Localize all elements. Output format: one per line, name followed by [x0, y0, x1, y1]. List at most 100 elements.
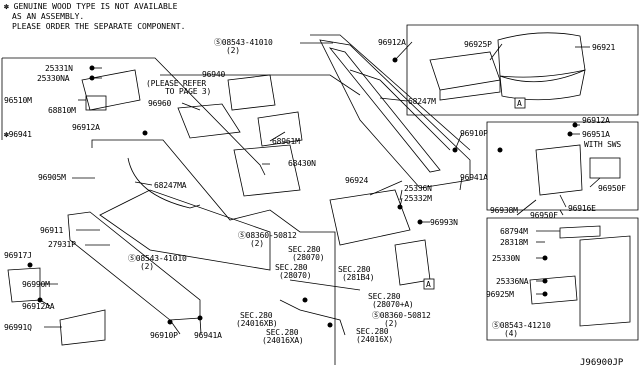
label-96941A-right: 96941A — [460, 173, 488, 182]
label-96951A: 96951A — [582, 130, 610, 139]
armrest-lid — [497, 32, 586, 78]
label-25330NA: 25330NA — [37, 74, 70, 83]
label-sec280-28070-b: (28070) — [292, 253, 325, 262]
label-96950F-bottom: 96950F — [530, 211, 558, 220]
label-96905M: 96905M — [38, 173, 66, 182]
label-08360-50812-bot-qty: (2) — [384, 319, 398, 328]
label-08360-50812-top: Ⓢ08360-50812 — [238, 231, 297, 240]
label-68810M: 68810M — [48, 106, 76, 115]
lower-trim-27931P — [67, 211, 201, 321]
label-96941A-bot: 96941A — [194, 331, 222, 340]
label-68961M: 68961M — [272, 137, 300, 146]
console-side-96911 — [99, 189, 271, 271]
label-08543-41010-mid: Ⓢ08543-41010 — [128, 254, 187, 263]
bracket-lower — [394, 239, 431, 286]
label-96940: 96940 — [202, 70, 226, 79]
label-sec280-24016xa-b: (24016XA) — [262, 336, 304, 345]
label-08543-41210: Ⓢ08543-41210 — [492, 321, 551, 330]
label-08360-50812-top-qty: (2) — [250, 239, 264, 248]
callout-a-top — [514, 97, 526, 109]
label-96917J: 96917J — [4, 251, 32, 260]
frame-mid-diag — [160, 74, 361, 96]
label-96925P: 96925P — [464, 40, 492, 49]
sws-switch — [589, 157, 621, 179]
armrest-lid-bottom — [499, 69, 586, 101]
callout-a-bottom — [423, 278, 435, 290]
trim-68247MA — [127, 157, 201, 209]
label-96940-ref-1: (PLEASE REFER — [146, 79, 207, 88]
label-sec280-24016x-b: (24016X) — [356, 335, 393, 344]
callout-a-top-letter: A — [517, 99, 522, 108]
label-96924: 96924 — [345, 176, 369, 185]
label-25336NA: 25336NA — [496, 277, 529, 286]
upper-tray — [81, 69, 141, 111]
note-line-2: AS AN ASSEMBLY. — [12, 12, 85, 21]
label-sec280-281B4-b: (281B4) — [342, 273, 375, 282]
storage-tray — [429, 51, 501, 101]
harness — [279, 299, 346, 336]
label-68430N: 68430N — [288, 159, 316, 168]
trim-panel — [579, 235, 631, 327]
label-with-sws: WITH SWS — [584, 140, 621, 149]
callout-a-bottom-letter: A — [426, 280, 431, 289]
label-96912AA: 96912AA — [22, 302, 55, 311]
label-68247MA: 68247MA — [154, 181, 187, 190]
label-96912A-top: 96912A — [378, 38, 406, 47]
label-96993N: 96993N — [430, 218, 458, 227]
label-sec280-24016xb-b: (24016XB) — [236, 319, 278, 328]
frame-center-console — [91, 139, 336, 365]
label-08543-41210-qty: (4) — [504, 329, 518, 338]
label-96916E: 96916E — [568, 204, 596, 213]
label-08543-41010-top: Ⓢ08543-41010 — [214, 38, 273, 47]
frame-right-middle-box — [486, 121, 639, 211]
diagram-id: J96900JP — [580, 358, 624, 368]
label-96911: 96911 — [40, 226, 64, 235]
frame-top-right-box — [406, 24, 639, 116]
center-rail-inner — [349, 69, 451, 151]
label-25330N: 25330N — [492, 254, 520, 263]
bezel-68794M — [559, 225, 601, 239]
label-sec280-24016x-a: SEC.280 — [356, 327, 389, 336]
label-96991Q: 96991Q — [4, 323, 32, 332]
label-96510M: 96510M — [4, 96, 32, 105]
label-96940-ref-2: TO PAGE 3) — [165, 87, 212, 96]
label-sec280-28070-a: SEC.280 — [288, 245, 321, 254]
note-line-1: ✽ GENUINE WOOD TYPE IS NOT AVAILABLE — [4, 2, 178, 11]
label-96941: ✽96941 — [4, 130, 32, 139]
switch-panel — [535, 144, 583, 196]
tray-96960 — [177, 103, 241, 139]
label-96910P-bot: 96910P — [150, 331, 178, 340]
label-sec280-28070a-a: SEC.280 — [368, 292, 401, 301]
label-68247M: 68247M — [408, 97, 436, 106]
label-sec280-24016xa-a: SEC.280 — [266, 328, 299, 337]
label-sec280-28070-d: (28070) — [279, 271, 312, 280]
label-sec280-28070a-b: (28070+A) — [372, 300, 414, 309]
label-sec280-28070-c: SEC.280 — [275, 263, 308, 272]
ashtray-96925M — [529, 275, 578, 305]
cupholder-68961M — [257, 111, 303, 147]
label-25332M: 25332M — [404, 194, 432, 203]
label-96938M: 96938M — [490, 206, 518, 215]
label-96921: 96921 — [592, 43, 616, 52]
frame-center-lines — [310, 34, 471, 151]
frame-right-bottom-box — [486, 217, 639, 341]
storage-bin-96924 — [329, 189, 411, 246]
pocket-68810M — [85, 95, 107, 111]
label-08543-41010-top-qty: (2) — [226, 46, 240, 55]
label-sec280-281B4-a: SEC.280 — [338, 265, 371, 274]
label-96910P-top: 96910P — [460, 129, 488, 138]
label-sec280-24016xb-a: SEC.280 — [240, 311, 273, 320]
label-25331N: 25331N — [45, 64, 73, 73]
harness-2 — [289, 279, 361, 291]
label-68794M: 68794M — [500, 227, 528, 236]
panel-96940 — [227, 74, 276, 111]
label-96925M: 96925M — [486, 290, 514, 299]
note-line-3: PLEASE ORDER THE SEPARATE COMPONENT. — [12, 22, 186, 31]
label-08360-50812-bot: Ⓢ08360-50812 — [372, 311, 431, 320]
label-96990M: 96990M — [22, 280, 50, 289]
label-08543-41010-mid-qty: (2) — [140, 262, 154, 271]
label-28318M: 28318M — [500, 238, 528, 247]
label-96912A-right: 96912A — [582, 116, 610, 125]
